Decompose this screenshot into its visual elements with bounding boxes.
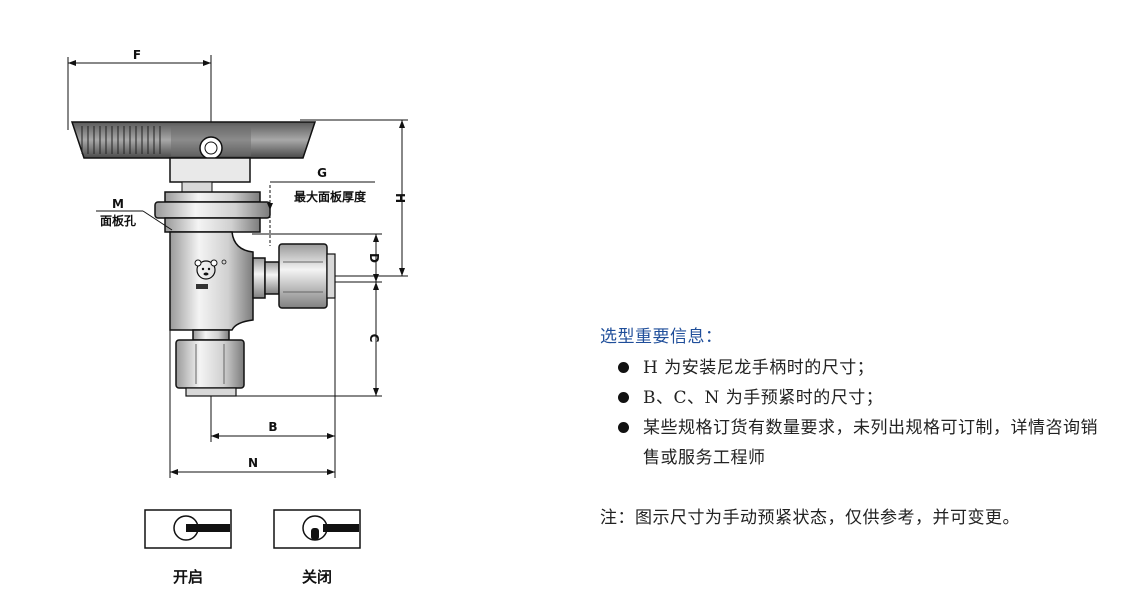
selection-notes: 选型重要信息： H 为安装尼龙手柄时的尺寸； B、C、N 为手预紧时的尺寸； 某… bbox=[600, 322, 1100, 533]
list-item: 某些规格订货有数量要求，未列出规格可订制，详情咨询销售或服务工程师 bbox=[600, 413, 1100, 473]
note-item-text: H 为安装尼龙手柄时的尺寸； bbox=[643, 358, 875, 378]
bullet-icon bbox=[618, 392, 629, 403]
valve-handle bbox=[70, 121, 317, 160]
label-C: C bbox=[367, 334, 381, 343]
label-G: G bbox=[317, 166, 327, 180]
state-closed: 关闭 bbox=[273, 509, 361, 586]
side-fitting bbox=[252, 243, 336, 309]
valve-body bbox=[169, 231, 254, 331]
bottom-fitting bbox=[175, 329, 245, 397]
dimension-G: G 最大面板厚度 bbox=[267, 166, 375, 246]
label-panel-hole: 面板孔 bbox=[100, 213, 136, 228]
bullet-icon bbox=[618, 422, 629, 433]
label-closed: 关闭 bbox=[302, 568, 332, 586]
label-D: D bbox=[367, 253, 381, 263]
bear-logo bbox=[194, 259, 227, 289]
label-N: N bbox=[248, 456, 258, 470]
list-item: B、C、N 为手预紧时的尺寸； bbox=[600, 383, 1100, 413]
notes-list: H 为安装尼龙手柄时的尺寸； B、C、N 为手预紧时的尺寸； 某些规格订货有数量… bbox=[600, 353, 1100, 473]
valve-bonnet bbox=[154, 157, 271, 233]
label-B: B bbox=[268, 420, 277, 434]
notes-heading: 选型重要信息： bbox=[600, 327, 723, 347]
label-M-group: M 面板孔 bbox=[96, 197, 173, 231]
label-F: F bbox=[133, 48, 141, 62]
list-item: H 为安装尼龙手柄时的尺寸； bbox=[600, 353, 1100, 383]
dimension-H: H bbox=[300, 119, 408, 277]
dimension-N: N bbox=[169, 330, 336, 478]
note-item-text: 某些规格订货有数量要求，未列出规格可订制，详情咨询销售或服务工程师 bbox=[643, 418, 1098, 468]
valve-dimension-drawing: F bbox=[67, 48, 408, 586]
dimension-B: B bbox=[210, 298, 336, 442]
bullet-icon bbox=[618, 362, 629, 373]
label-open: 开启 bbox=[173, 568, 203, 586]
label-M: M bbox=[112, 197, 124, 211]
note-item-text: B、C、N 为手预紧时的尺寸； bbox=[643, 388, 884, 408]
state-open: 开启 bbox=[144, 509, 232, 586]
label-max-panel-thickness: 最大面板厚度 bbox=[294, 189, 367, 204]
footnote: 注：图示尺寸为手动预紧状态，仅供参考，并可变更。 bbox=[600, 508, 1020, 528]
dimension-D: D bbox=[252, 233, 382, 283]
label-H: H bbox=[393, 193, 407, 203]
dimension-C: C bbox=[236, 282, 382, 397]
